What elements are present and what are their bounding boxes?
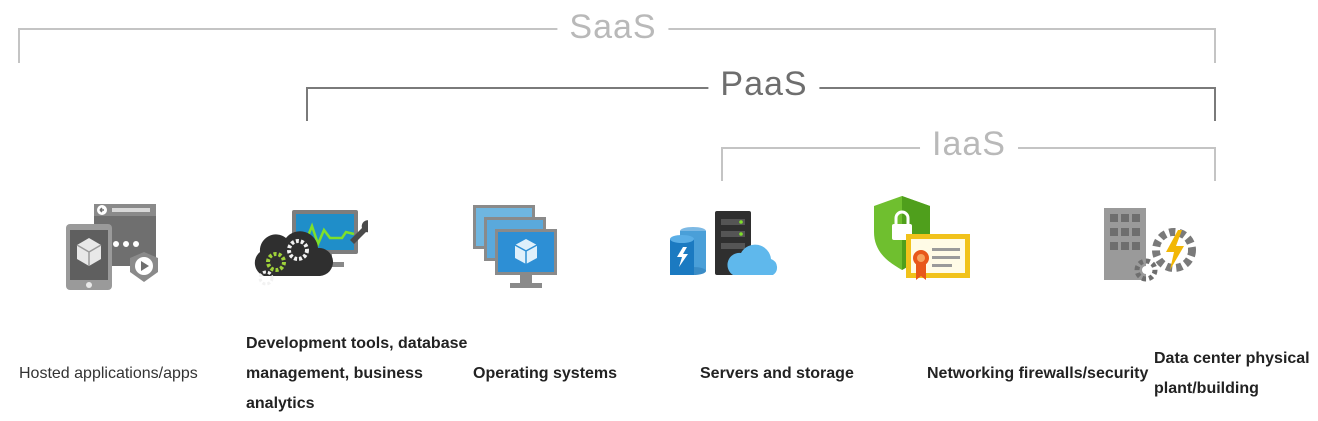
caption-hosted-apps: Hosted applications/apps [19, 365, 198, 382]
caption-servers-storage: Servers and storage [700, 365, 854, 382]
iaas-label: IaaS [920, 127, 1018, 161]
caption-operating-systems: Operating systems [473, 365, 618, 382]
datacenter-building-icon [1104, 208, 1196, 282]
operating-systems-icon [473, 205, 557, 288]
mobile-app-icon [66, 204, 158, 290]
firewall-security-icon [874, 196, 970, 280]
paas-label: PaaS [708, 67, 820, 101]
saas-label: SaaS [557, 10, 669, 44]
servers-storage-icon [670, 211, 778, 275]
caption-datacenter: Data center physical plant/building [1154, 350, 1310, 397]
caption-networking-security: Networking firewalls/security [927, 365, 1149, 382]
dev-tools-icon [254, 210, 368, 286]
caption-dev-tools: Development tools, database management, … [246, 335, 468, 412]
